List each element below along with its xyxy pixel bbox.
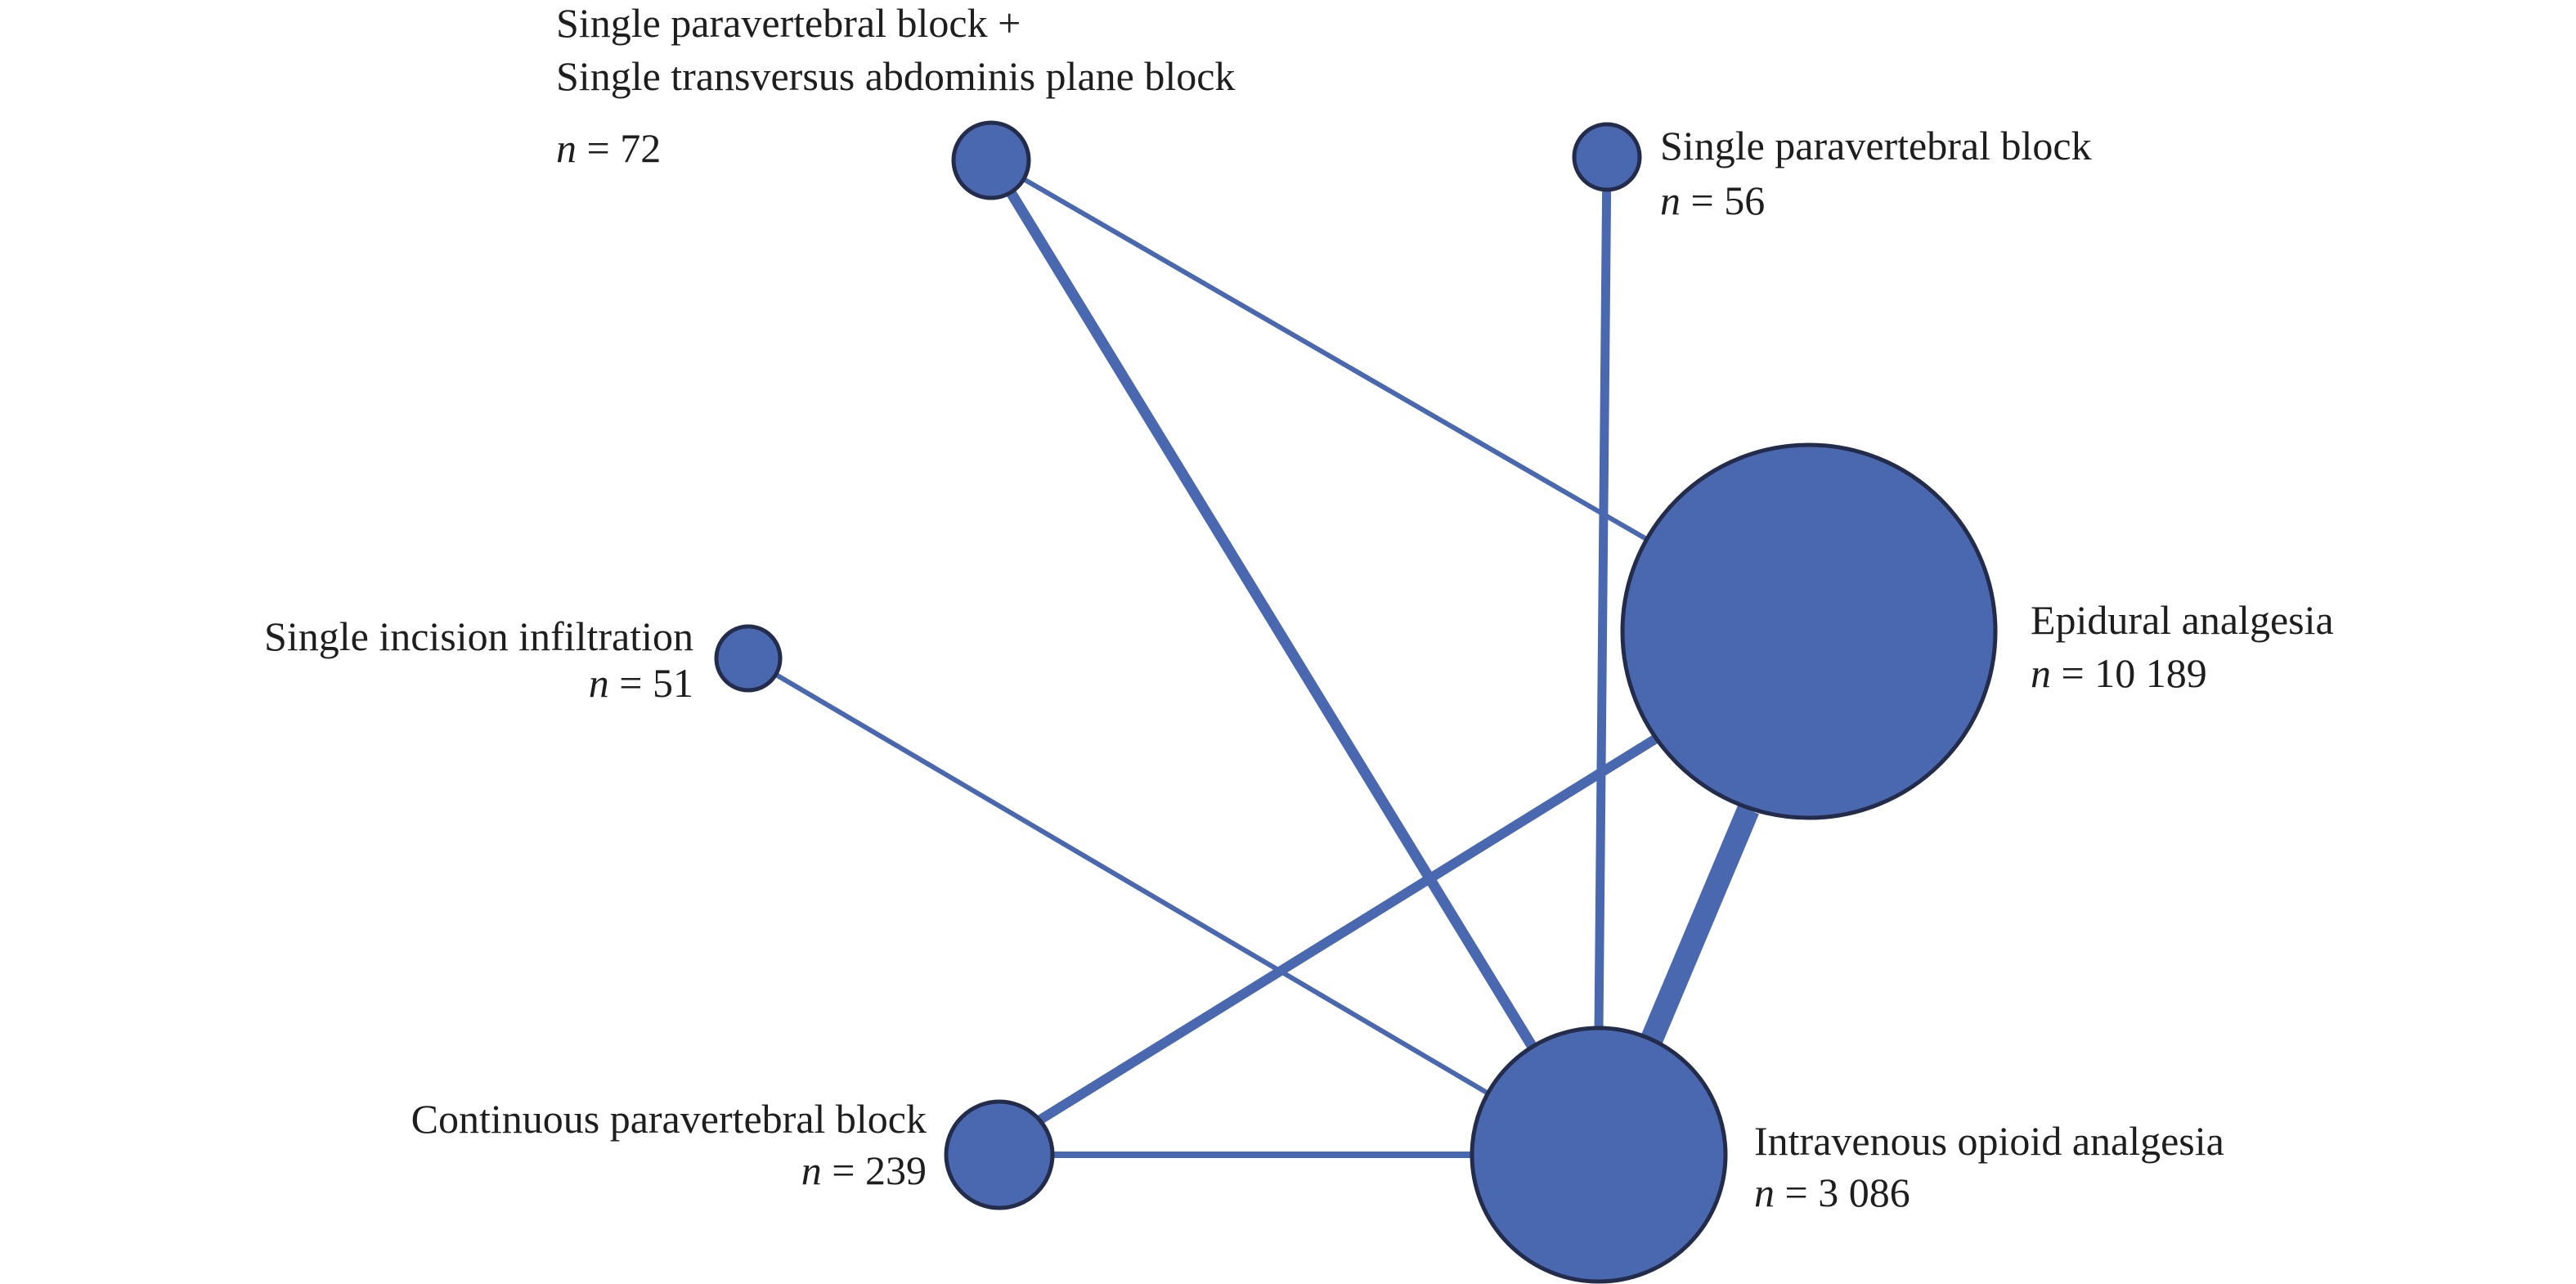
label-spvb-stap-line1: Single paravertebral block + — [556, 0, 1021, 46]
label-iv-opioid: Intravenous opioid analgesia — [1754, 1118, 2224, 1164]
edge-spvb-iv-opioid — [1594, 156, 1612, 1031]
label-spvb-stap-line2: Single transversus abdominis plane block — [556, 53, 1235, 99]
n-sii: n = 51 — [589, 660, 693, 706]
nodes — [714, 120, 1998, 1284]
edge-spvb-stap-iv-opioid — [986, 157, 1542, 1058]
edges — [747, 156, 1759, 1158]
n-epidural: n = 10 189 — [2031, 650, 2207, 696]
n-spvb: n = 56 — [1660, 177, 1765, 223]
label-epidural: Epidural analgesia — [2031, 597, 2334, 643]
node-iv-opioid[interactable] — [1470, 1026, 1728, 1284]
edge-epidural-iv-opioid — [1640, 805, 1759, 1048]
node-epidural[interactable] — [1620, 442, 1998, 820]
edge-cpvb-epidural — [996, 731, 1663, 1150]
label-sii: Single incision infiltration — [264, 613, 693, 659]
label-cpvb: Continuous paravertebral block — [411, 1096, 927, 1142]
n-spvb-stap: n = 72 — [556, 125, 661, 171]
edge-sii-iv-opioid — [747, 656, 1494, 1098]
labels: Single paravertebral block + Single tran… — [264, 0, 2334, 1215]
n-cpvb: n = 239 — [801, 1147, 927, 1193]
node-spvb[interactable] — [1572, 122, 1642, 192]
label-spvb: Single paravertebral block — [1660, 123, 2092, 168]
node-cpvb[interactable] — [944, 1099, 1055, 1210]
node-spvb-stap[interactable] — [951, 120, 1031, 200]
n-iv-opioid: n = 3 086 — [1754, 1170, 1910, 1215]
edge-spvb-stap-epidural — [990, 158, 1654, 545]
node-sii[interactable] — [714, 624, 783, 693]
